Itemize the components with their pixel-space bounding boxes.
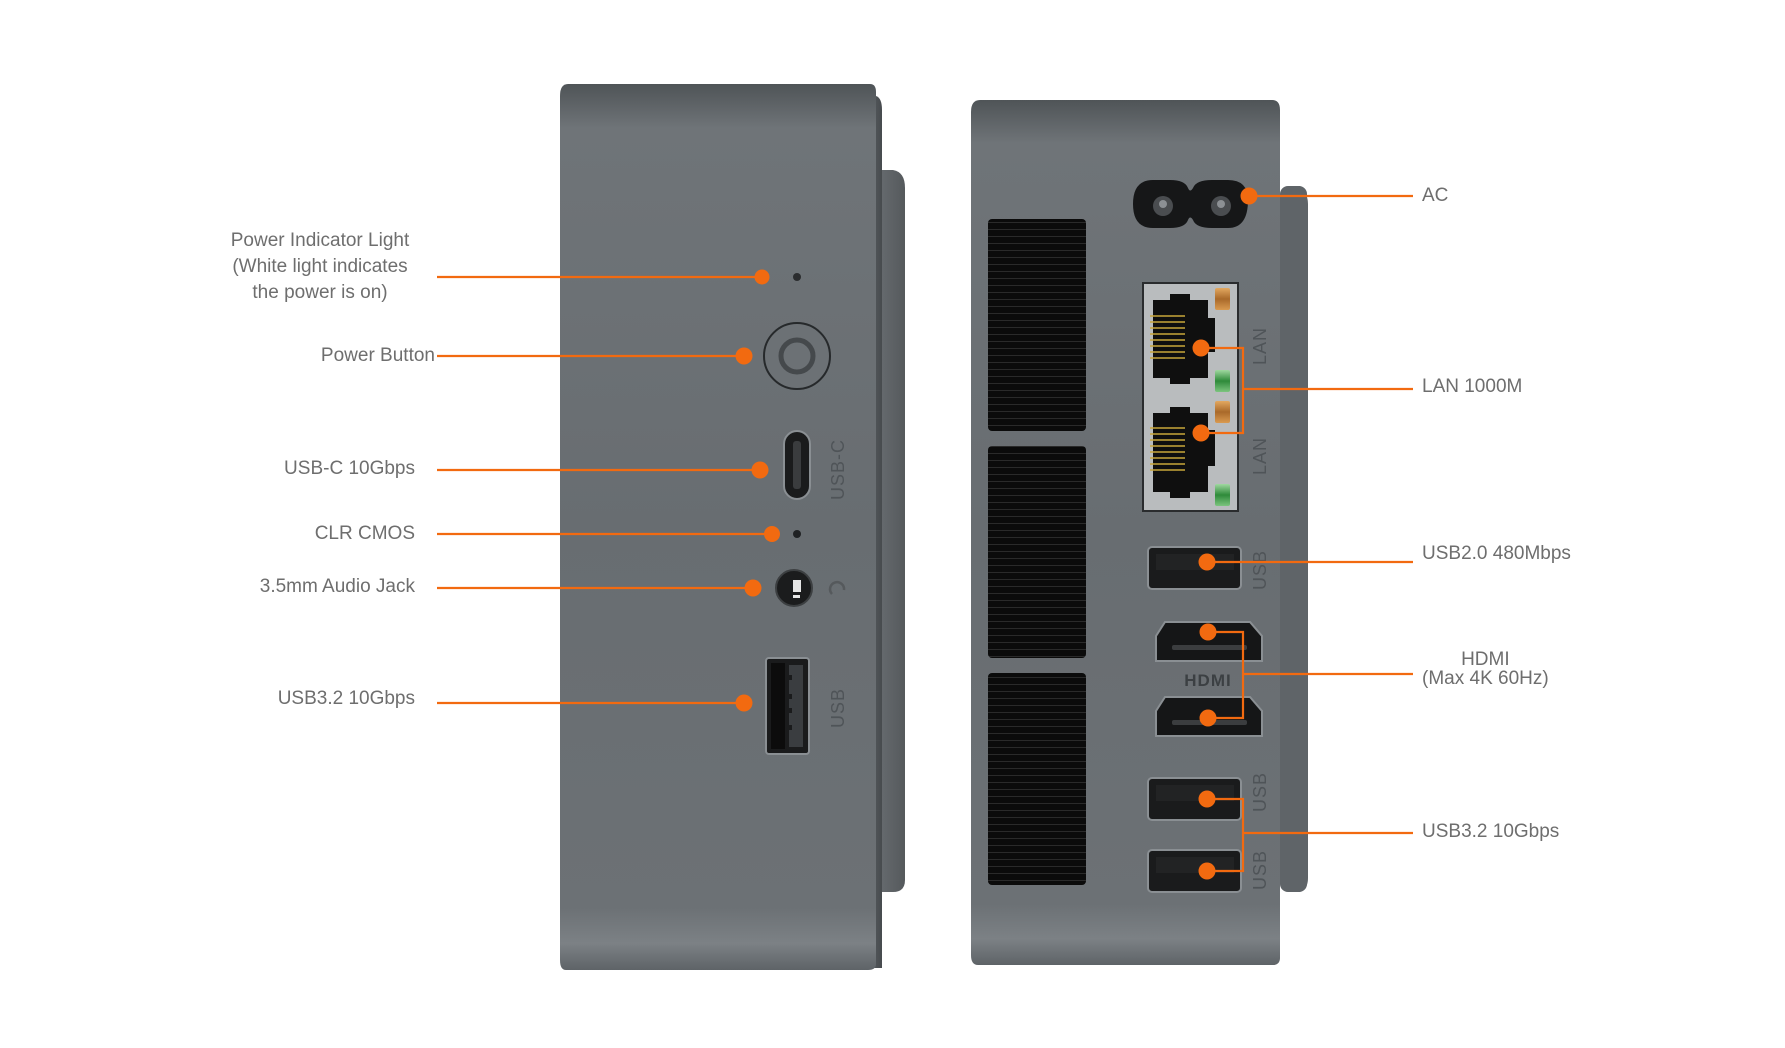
callout-audio-jack — [437, 579, 762, 597]
label-line: USB3.2 10Gbps — [277, 688, 415, 709]
label-line: CLR CMOS — [314, 523, 415, 544]
label-line: USB-C 10Gbps — [284, 458, 415, 479]
usb-engraving-front: USB — [828, 688, 848, 728]
label-line: (White light indicates — [232, 256, 408, 277]
usb-a-port-front — [765, 657, 810, 755]
callout-power-indicator — [437, 269, 770, 285]
front-device-body — [560, 84, 876, 970]
label-line: HDMI — [1461, 649, 1510, 670]
usb-engraving-rear-2: USB — [1250, 850, 1270, 890]
callout-usb-c — [437, 461, 769, 479]
lan-port-1 — [1150, 288, 1230, 392]
callout-power-button — [437, 347, 753, 365]
usb20-port — [1147, 546, 1242, 590]
usb-c-engraving: USB-C — [828, 439, 848, 500]
headphone-icon — [828, 580, 846, 595]
label-usb32-rear: USB3.2 10Gbps — [1422, 819, 1559, 845]
lan-engraving-1: LAN — [1250, 327, 1270, 365]
callout-hdmi — [1199, 623, 1413, 727]
label-power-button: Power Button — [255, 343, 435, 369]
power-button[interactable] — [763, 322, 831, 390]
label-line: USB3.2 10Gbps — [1422, 821, 1560, 842]
front-device: USB-C USB — [560, 84, 905, 970]
clr-cmos-hole — [793, 530, 801, 538]
power-indicator-light — [793, 273, 801, 281]
label-line: AC — [1422, 185, 1449, 206]
label-power-indicator: Power Indicator Light (White light indic… — [220, 228, 420, 306]
label-line: (Max 4K 60Hz) — [1422, 668, 1549, 689]
rear-device: LAN LAN USB HDMI USB — [971, 100, 1308, 965]
callout-usb32-rear — [1198, 790, 1413, 880]
label-line: Power Button — [320, 345, 435, 366]
callout-lan — [1192, 339, 1413, 442]
callout-usb20 — [1198, 553, 1413, 571]
lan-engraving-2: LAN — [1250, 437, 1270, 475]
label-usb20: USB2.0 480Mbps — [1422, 541, 1571, 567]
label-line: Power Indicator Light — [230, 230, 410, 251]
callout-clr-cmos — [437, 526, 780, 542]
label-audio-jack: 3.5mm Audio Jack — [215, 574, 415, 600]
label-line: 3.5mm Audio Jack — [259, 576, 415, 597]
label-usb32-front: USB3.2 10Gbps — [235, 686, 415, 712]
usb-engraving-usb20: USB — [1250, 550, 1270, 590]
label-ac: AC — [1422, 183, 1448, 209]
audio-jack — [775, 569, 813, 607]
label-line: the power is on) — [252, 282, 388, 303]
usb-c-port — [783, 430, 811, 500]
rear-device-right-rail — [1280, 186, 1307, 892]
ac-inlet — [1133, 180, 1248, 228]
label-clr-cmos: CLR CMOS — [235, 521, 415, 547]
label-hdmi: HDMI (Max 4K 60Hz) — [1422, 650, 1549, 688]
callout-ac — [1240, 187, 1413, 205]
label-line: USB2.0 480Mbps — [1422, 543, 1571, 564]
vent-grille — [988, 219, 1086, 885]
label-usb-c: USB-C 10Gbps — [235, 456, 415, 482]
callout-usb32-front — [437, 694, 753, 712]
usb-engraving-rear-1: USB — [1250, 772, 1270, 812]
hdmi-engraving: HDMI — [1184, 671, 1231, 690]
label-line: LAN 1000M — [1422, 376, 1523, 397]
label-lan: LAN 1000M — [1422, 374, 1522, 400]
lan-port-block — [1142, 282, 1239, 512]
